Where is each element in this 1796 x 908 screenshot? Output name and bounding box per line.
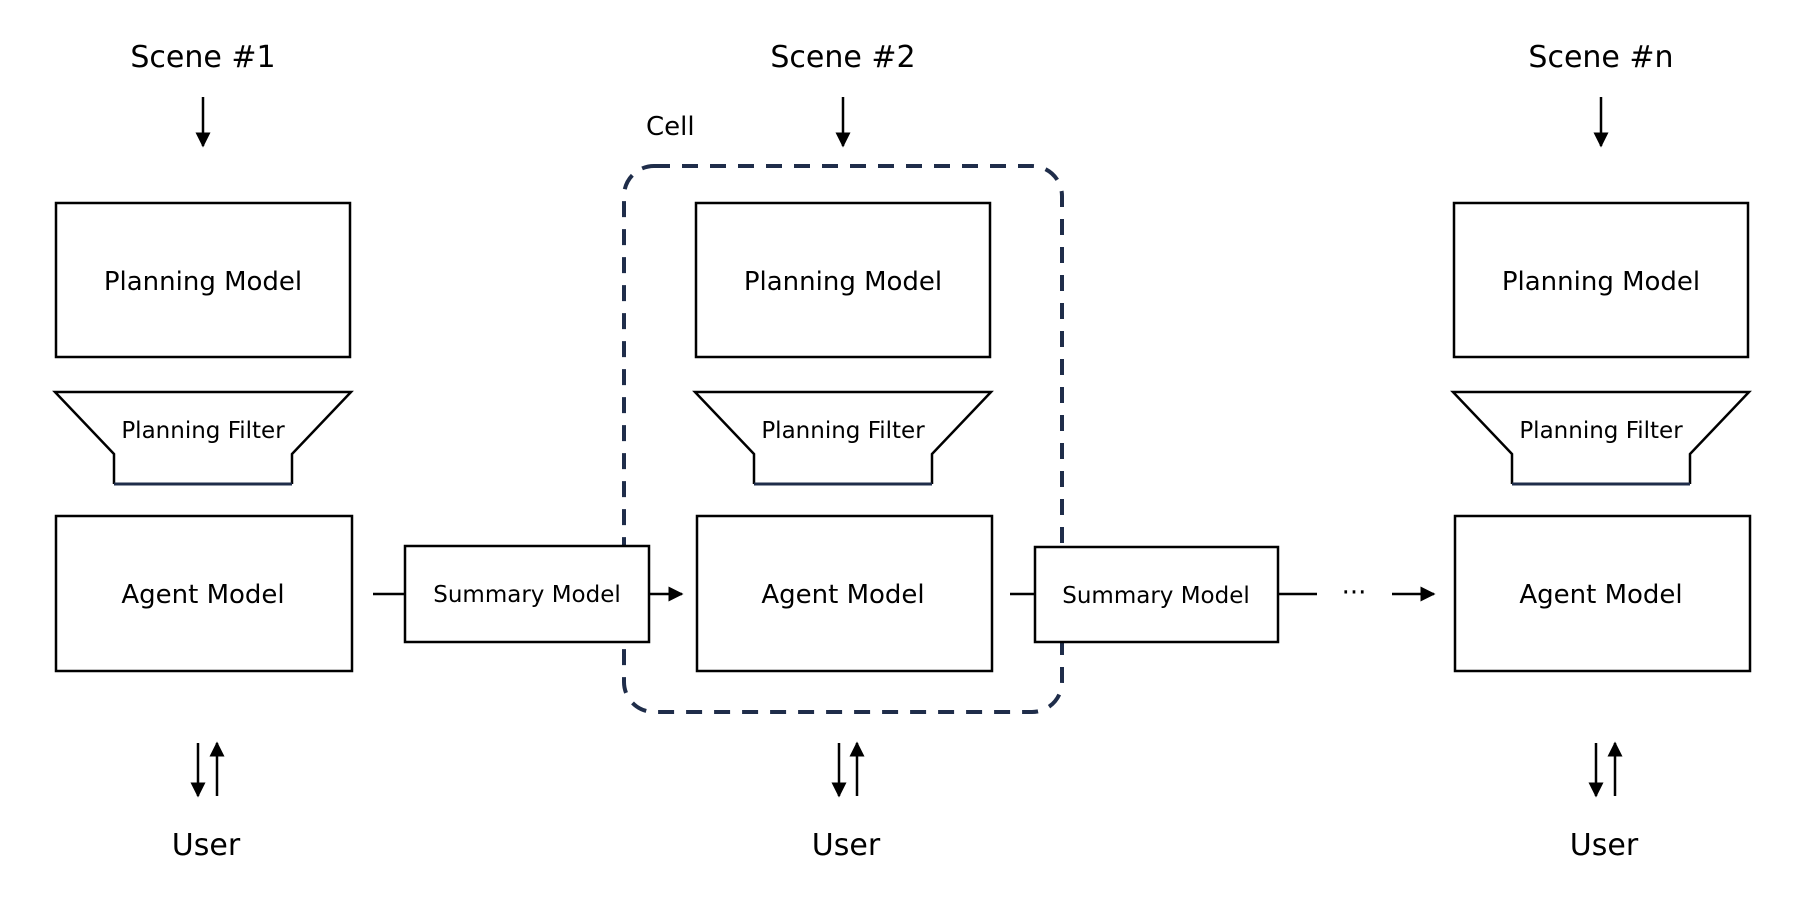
scene-1: Scene #1 Planning Model Planning Filter … — [52, 40, 354, 863]
summary-model-2-label: Summary Model — [1062, 583, 1250, 609]
scene-n-planning-filter-shape — [1450, 390, 1752, 484]
scene-1-planning-filter-label: Planning Filter — [121, 418, 285, 444]
summary-model-1-label: Summary Model — [433, 582, 621, 608]
scene-1-title: Scene #1 — [130, 40, 275, 75]
scene-2-planning-model-box — [694, 201, 992, 359]
scene-n-user-label: User — [1570, 828, 1639, 863]
scene-1-user-label: User — [172, 828, 241, 863]
summary-model-2-box — [1033, 545, 1280, 644]
cell-boundary — [622, 164, 1064, 714]
scene-1-planning-filter-shape — [52, 390, 354, 484]
scene-n: Scene #n Planning Model Planning Filter … — [1450, 40, 1752, 863]
continuation-ellipsis: ··· — [1342, 578, 1367, 608]
scene-2-agent-model-label: Agent Model — [761, 580, 924, 610]
scene-n-agent-model-label: Agent Model — [1519, 580, 1682, 610]
scene-2-planning-filter-shape — [692, 390, 994, 484]
scene-1-agent-model-box — [54, 514, 354, 673]
scene-n-planning-model-label: Planning Model — [1502, 267, 1700, 297]
scene-2: Scene #2 Planning Model Planning Filter … — [692, 40, 994, 863]
scene-2-title: Scene #2 — [770, 40, 915, 75]
scene-n-title: Scene #n — [1528, 40, 1673, 75]
scene-1-planning-model-label: Planning Model — [104, 267, 302, 297]
scene-n-planning-model-box — [1452, 201, 1750, 359]
scene-2-agent-model-box — [695, 514, 994, 673]
scene-2-user-label: User — [812, 828, 881, 863]
scene-2-planning-model-label: Planning Model — [744, 267, 942, 297]
cell-label: Cell — [646, 112, 695, 142]
scene-n-planning-filter-label: Planning Filter — [1519, 418, 1683, 444]
scene-n-agent-model-box — [1453, 514, 1752, 673]
scene-2-planning-filter-label: Planning Filter — [761, 418, 925, 444]
scene-1-agent-model-label: Agent Model — [121, 580, 284, 610]
scene-1-planning-model-box — [54, 201, 352, 359]
